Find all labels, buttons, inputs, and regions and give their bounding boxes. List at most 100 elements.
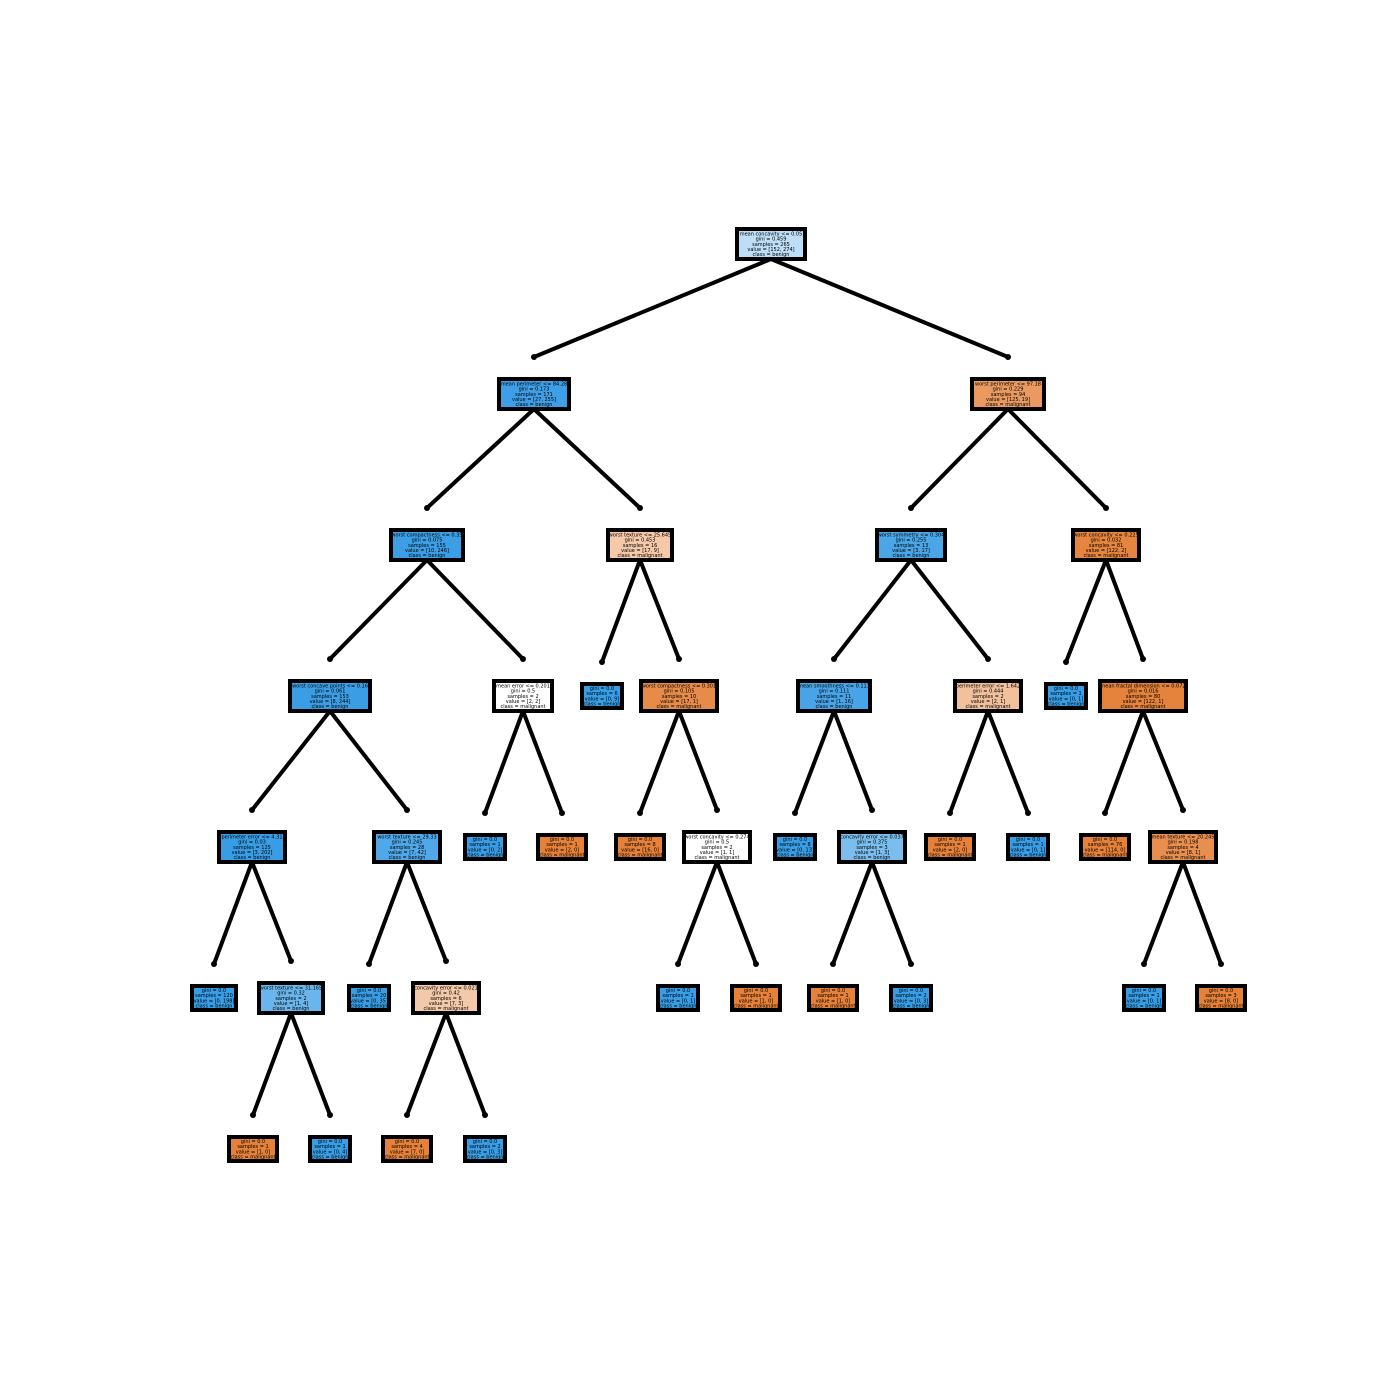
node-text-line: samples = 10 <box>662 694 697 700</box>
node-box <box>1044 682 1088 710</box>
node-text-line: gini = 0.245 <box>392 840 423 846</box>
node-text-line: samples = 6 <box>430 996 461 1002</box>
node-text-line: samples = 1 <box>740 993 771 999</box>
tree-edge <box>832 709 874 812</box>
node-text-line: value = [0, 3] <box>894 998 929 1004</box>
node-text-line: gini = 0.453 <box>625 538 656 544</box>
node-text-line: value = [10, 246] <box>405 548 449 554</box>
edge-arrowhead <box>599 659 605 665</box>
node-text-line: value = [8, 1] <box>1166 850 1201 856</box>
node-text-line: samples = 2 <box>972 694 1003 700</box>
node-text-line: samples = 1 <box>546 842 577 848</box>
node-text-line: gini = 0.0 <box>1054 686 1078 692</box>
node-text-line: worst texture <= 29.33 <box>377 834 436 840</box>
node-text-line: samples = 4 <box>1167 845 1198 851</box>
node-box <box>1071 528 1141 562</box>
tree-edge <box>405 860 448 963</box>
tree-edge <box>638 709 681 815</box>
edge-arrowhead <box>520 656 526 662</box>
node-text-line: samples = 1 <box>314 1144 345 1150</box>
node-text-line: value = [7, 0] <box>390 1149 425 1155</box>
node-text-line: samples = 1 <box>469 842 500 848</box>
tree-edge <box>677 709 719 812</box>
node-text-line: value = [152, 274] <box>747 247 794 253</box>
node-text-line: samples = 2 <box>275 996 306 1002</box>
node-text-line: gini = 0.0 <box>318 1139 342 1145</box>
node-text-line: class = malignant <box>927 853 972 859</box>
node-text-line: gini = 0.5 <box>511 689 535 695</box>
tree-edge <box>212 860 254 966</box>
edge-arrowhead <box>250 1112 256 1118</box>
node-box <box>924 833 976 861</box>
edge-arrowhead <box>676 656 682 662</box>
node-text-line: class = benign <box>1126 1004 1163 1010</box>
node-text-line: value = [0, 1] <box>1127 998 1162 1004</box>
edge-arrowhead <box>753 961 759 967</box>
node-text-line: concavity error <= 0.037 <box>840 834 904 840</box>
tree-edge <box>405 1011 448 1117</box>
node-text-line: value = [114, 0] <box>1085 847 1126 853</box>
node-text-line: value = [0, 1] <box>1049 696 1084 702</box>
node-text-line: class = malignant <box>733 1004 778 1010</box>
node-text-line: class = malignant <box>810 1004 855 1010</box>
node-text-line: class = benign <box>409 553 446 559</box>
node-text-line: samples = 1 <box>1012 842 1043 848</box>
node-text-line: gini = 0.0 <box>473 837 497 843</box>
node-text-line: samples = 265 <box>752 242 790 248</box>
edge-arrowhead <box>559 810 565 816</box>
node-text-line: concavity error <= 0.021 <box>414 985 478 991</box>
node-text-line: gini = 0.0 <box>821 988 845 994</box>
tree-edge <box>831 860 874 966</box>
node-box <box>492 679 554 713</box>
node-text-line: samples = 1 <box>237 1144 268 1150</box>
node-text-line: gini = 0.0 <box>666 988 690 994</box>
node-box <box>606 528 674 562</box>
node-box <box>257 981 325 1015</box>
node-text-line: worst concavity <= 0.225 <box>1073 532 1138 538</box>
node-text-line: class = benign <box>893 1004 930 1010</box>
edge-arrowhead <box>637 505 643 511</box>
node-box <box>227 1135 279 1163</box>
node-text-line: gini = 0.111 <box>819 689 850 695</box>
node-text-line: gini = 0.459 <box>756 237 787 243</box>
node-text-line: class = malignant <box>1160 855 1205 861</box>
node-text-line: value = [7, 3] <box>429 1001 464 1007</box>
node-text-line: class = benign <box>467 1155 504 1161</box>
edge-arrowhead <box>288 958 294 964</box>
node-box <box>463 1135 507 1163</box>
tree-edge <box>909 407 1010 510</box>
node-text-line: value = [2, 0] <box>545 847 580 853</box>
edge-arrowhead <box>1025 810 1031 816</box>
node-text-line: class = benign <box>753 252 790 258</box>
edge-arrowhead <box>1180 807 1186 813</box>
node-text-line: value = [3, 202] <box>232 850 273 856</box>
node-text-line: perimeter error <= 4.31 <box>221 834 282 840</box>
node-text-line: gini = 0.0 <box>1093 837 1117 843</box>
node-text-line: samples = 4 <box>391 1144 422 1150</box>
edge-arrowhead <box>792 810 798 816</box>
edge-arrowhead <box>830 961 836 967</box>
node-text-line: samples = 125 <box>233 845 271 851</box>
node-text-line: worst perimeter <= 97.18 <box>975 381 1041 387</box>
tree-edge <box>532 407 642 510</box>
node-text-line: samples = 3 <box>856 845 887 851</box>
node-text-line: gini = 0.0 <box>1132 988 1156 994</box>
node-text-line: value = [8, 244] <box>310 699 351 705</box>
edge-arrowhead <box>404 1112 410 1118</box>
edge-arrowhead <box>211 961 217 967</box>
edge-arrowhead <box>675 961 681 967</box>
node-text-line: value = [1, 0] <box>816 998 851 1004</box>
node-text-line: samples = 1 <box>1050 691 1081 697</box>
